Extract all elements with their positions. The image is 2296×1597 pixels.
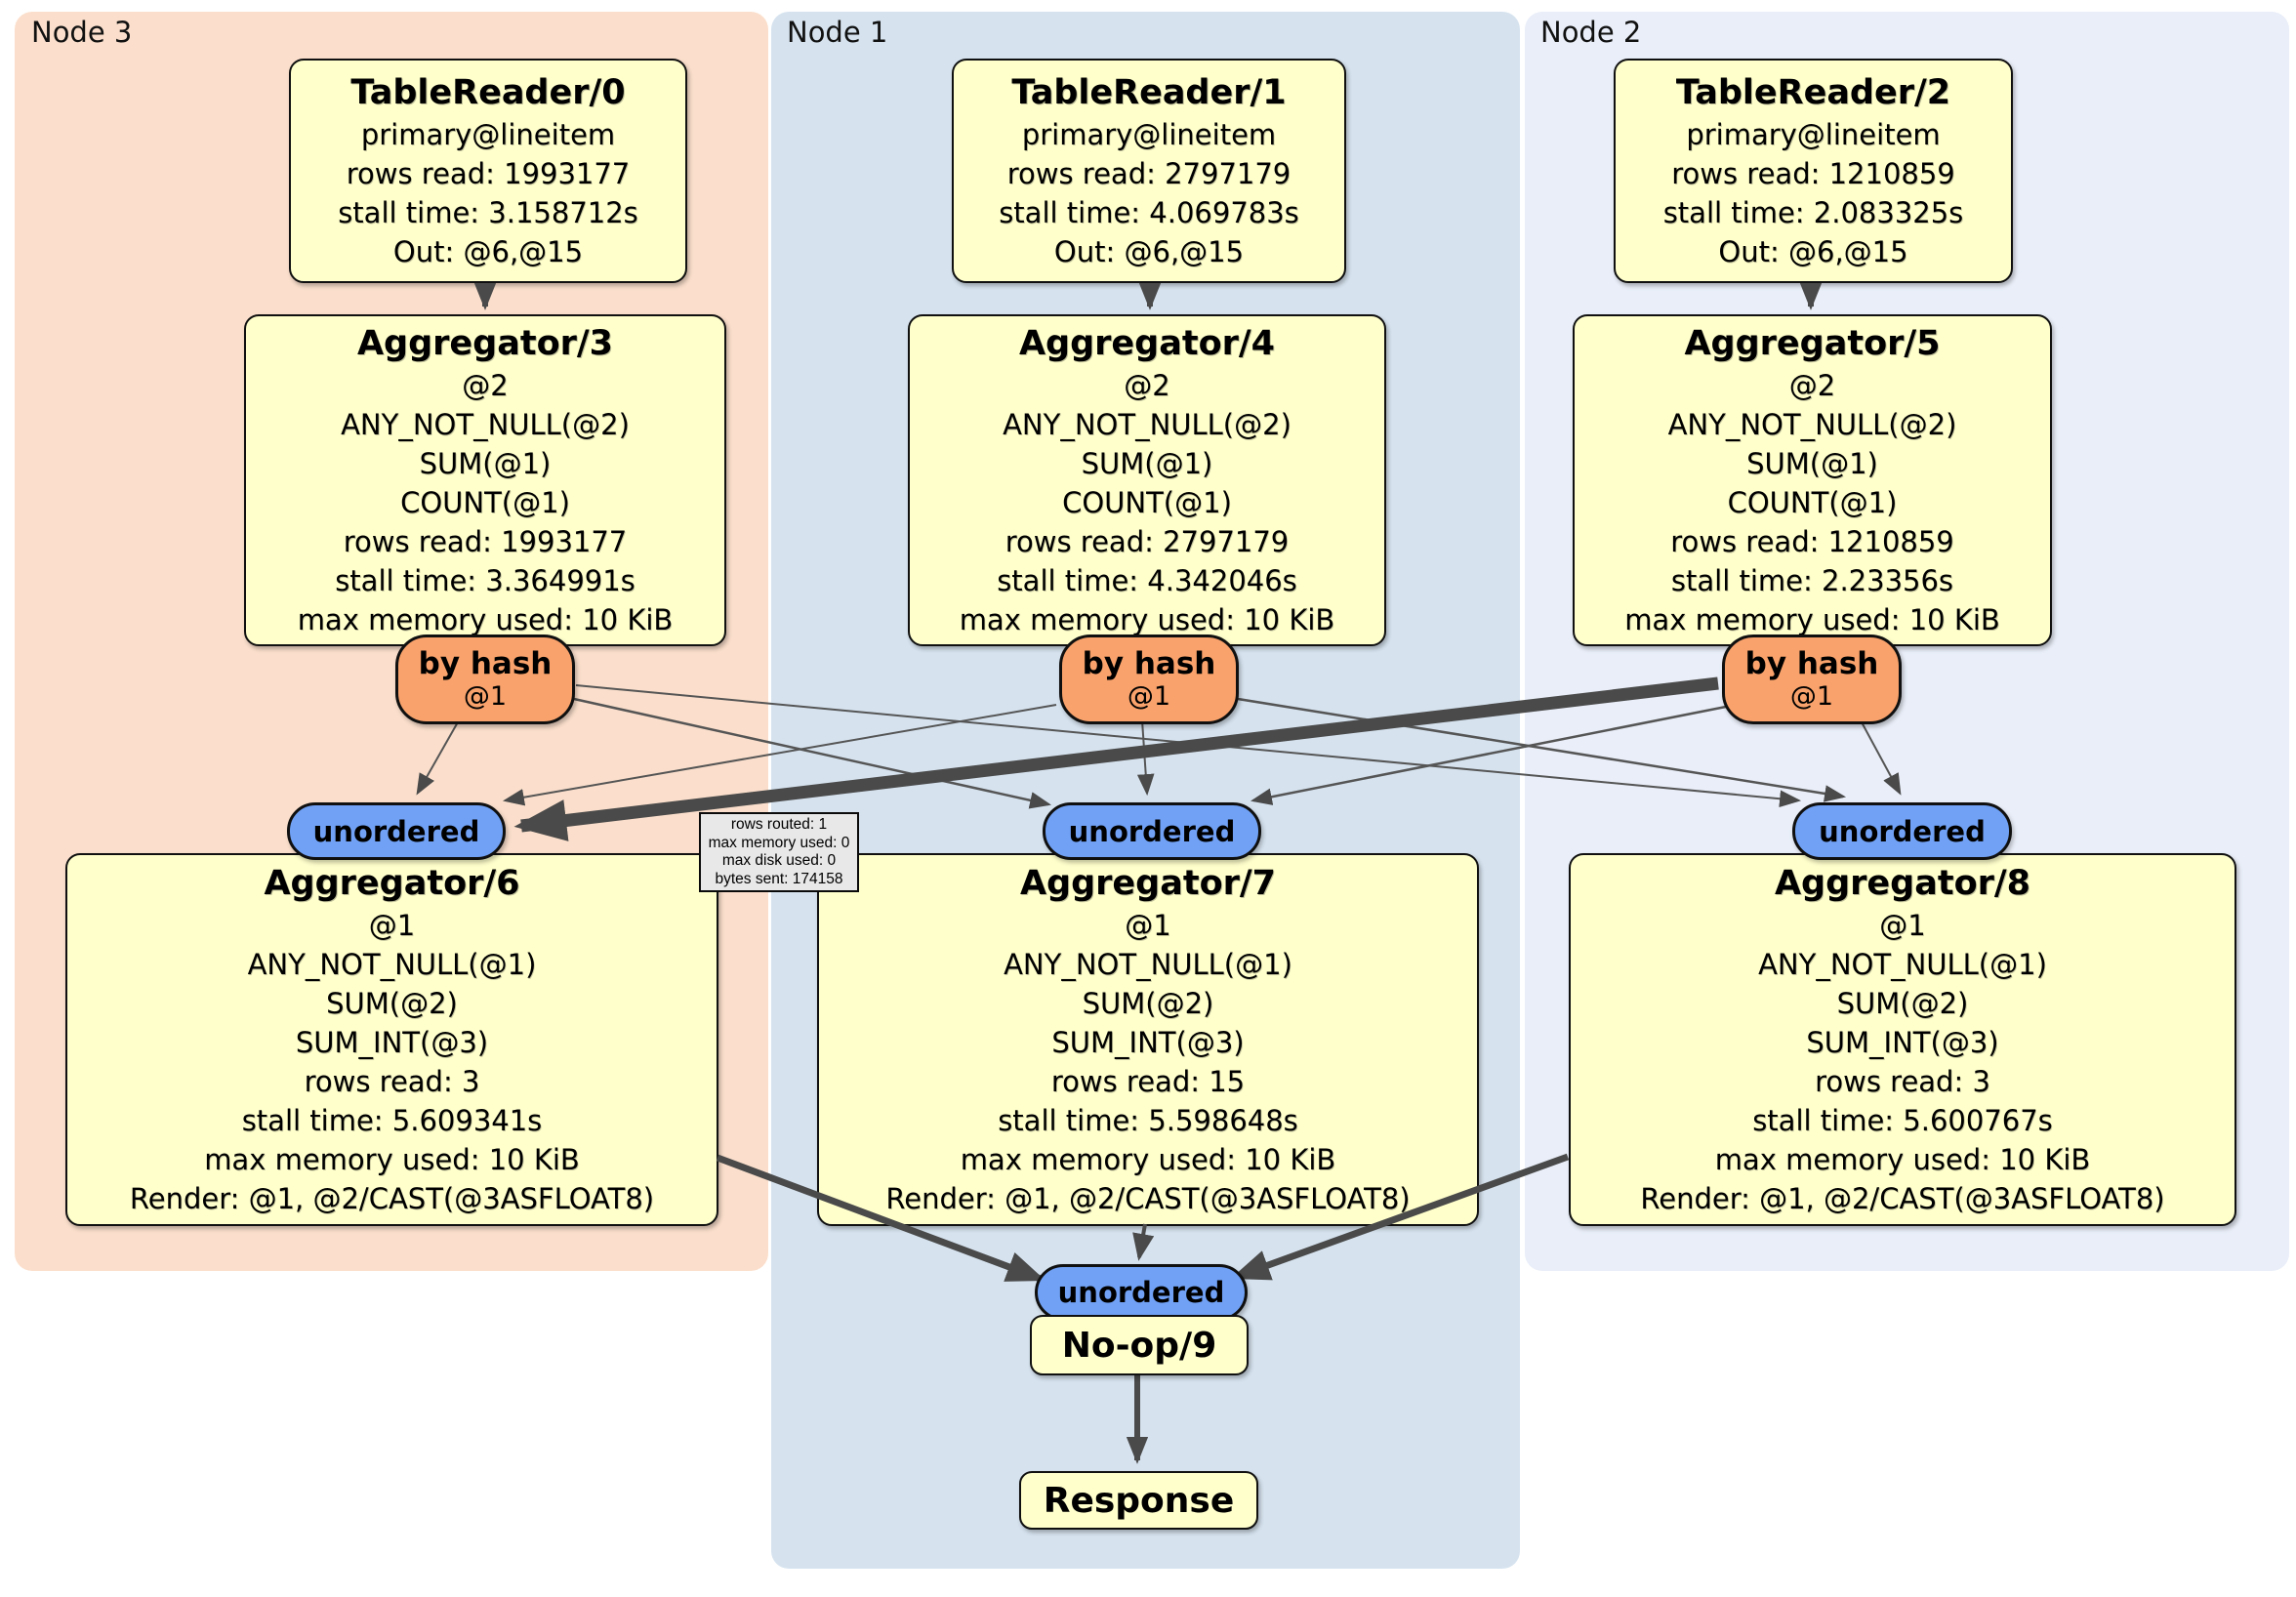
node-title: Aggregator/5: [1684, 324, 1941, 363]
router-label: by hash: [1082, 646, 1216, 681]
plan-node-noop-9: No-op/9: [1030, 1315, 1249, 1375]
panel-label-node1: Node 1: [787, 16, 888, 49]
unordered-sync-9: unordered: [1035, 1264, 1248, 1321]
node-details: @2 ANY_NOT_NULL(@2) SUM(@1) COUNT(@1) ro…: [959, 369, 1335, 636]
router-key: @1: [463, 681, 508, 712]
node-details: @2 ANY_NOT_NULL(@2) SUM(@1) COUNT(@1) ro…: [297, 369, 674, 636]
edge-line: [1250, 705, 1727, 805]
node-title: TableReader/0: [350, 73, 626, 112]
node-title: Aggregator/7: [1019, 864, 1277, 903]
router-label: by hash: [1744, 646, 1879, 681]
node-details: @1 ANY_NOT_NULL(@1) SUM(@2) SUM_INT(@3) …: [1640, 909, 2165, 1215]
edge-line: [1230, 1153, 1570, 1281]
unordered-sync-6: unordered: [287, 802, 506, 860]
sync-label: unordered: [1819, 814, 1986, 848]
node-details: @1 ANY_NOT_NULL(@1) SUM(@2) SUM_INT(@3) …: [129, 909, 655, 1215]
plan-node-aggregator-6: Aggregator/6 @1 ANY_NOT_NULL(@1) SUM(@2)…: [65, 853, 718, 1226]
node-details: @2 ANY_NOT_NULL(@2) SUM(@1) COUNT(@1) ro…: [1624, 369, 2000, 636]
by-hash-router-4: by hash @1: [1059, 635, 1239, 724]
plan-node-tablereader-2: TableReader/2 primary@lineitem rows read…: [1614, 59, 2013, 283]
router-key: @1: [1127, 681, 1171, 712]
sync-label: unordered: [312, 814, 480, 848]
edge-line-thick: [513, 676, 1719, 841]
router-label: by hash: [418, 646, 553, 681]
node-details: primary@lineitem rows read: 1210859 stal…: [1662, 118, 1964, 268]
node-title: Aggregator/8: [1774, 864, 2031, 903]
plan-node-response: Response: [1019, 1471, 1258, 1530]
node-title: Aggregator/6: [264, 864, 520, 903]
edge-line: [502, 704, 1057, 806]
plan-node-aggregator-8: Aggregator/8 @1 ANY_NOT_NULL(@1) SUM(@2)…: [1569, 853, 2236, 1226]
edge-line: [1860, 719, 1902, 796]
plan-node-aggregator-4: Aggregator/4 @2 ANY_NOT_NULL(@2) SUM(@1)…: [908, 314, 1386, 646]
node-details: primary@lineitem rows read: 1993177 stal…: [338, 118, 638, 268]
node-details: @1 ANY_NOT_NULL(@1) SUM(@2) SUM_INT(@3) …: [885, 909, 1411, 1215]
node-title: TableReader/2: [1675, 73, 1951, 112]
node-title: No-op/9: [1061, 1325, 1217, 1366]
panel-label-node3: Node 3: [31, 16, 133, 49]
edge-line: [716, 1154, 1046, 1283]
node-details: primary@lineitem rows read: 2797179 stal…: [999, 118, 1299, 268]
by-hash-router-5: by hash @1: [1722, 635, 1902, 724]
edge-line: [1237, 697, 1847, 802]
panel-label-node2: Node 2: [1540, 16, 1642, 49]
node-title: TableReader/1: [1011, 73, 1287, 112]
router-key: @1: [1789, 681, 1834, 712]
edge-stats-text: rows routed: 1 max memory used: 0 max di…: [708, 816, 850, 887]
by-hash-router-3: by hash @1: [395, 635, 575, 724]
plan-node-aggregator-5: Aggregator/5 @2 ANY_NOT_NULL(@2) SUM(@1)…: [1573, 314, 2052, 646]
sync-label: unordered: [1057, 1276, 1225, 1309]
edge-line: [1132, 1223, 1155, 1261]
plan-node-tablereader-1: TableReader/1 primary@lineitem rows read…: [952, 59, 1346, 283]
edge-line: [416, 719, 460, 796]
node-title: Aggregator/3: [356, 324, 614, 363]
unordered-sync-8: unordered: [1792, 802, 2012, 860]
node-title: Response: [1043, 1480, 1235, 1521]
node-title: Aggregator/4: [1018, 324, 1276, 363]
unordered-sync-7: unordered: [1043, 802, 1261, 860]
plan-node-tablereader-0: TableReader/0 primary@lineitem rows read…: [289, 59, 687, 283]
sync-label: unordered: [1068, 814, 1236, 848]
edge-line: [573, 697, 1052, 809]
edge-stats-tooltip: rows routed: 1 max memory used: 0 max di…: [699, 812, 859, 892]
plan-node-aggregator-3: Aggregator/3 @2 ANY_NOT_NULL(@2) SUM(@1)…: [244, 314, 726, 646]
plan-node-aggregator-7: Aggregator/7 @1 ANY_NOT_NULL(@1) SUM(@2)…: [817, 853, 1479, 1226]
